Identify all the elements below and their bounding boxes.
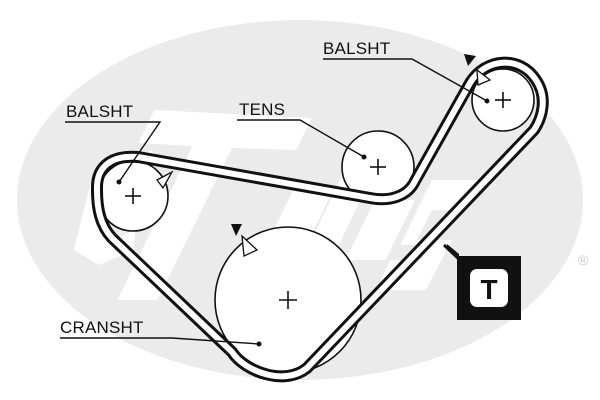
leader-tens bbox=[237, 119, 367, 160]
label-balsht-top: BALSHT bbox=[323, 39, 390, 58]
balance-shaft-right-pulley bbox=[471, 68, 535, 132]
label-tens: TENS bbox=[239, 100, 285, 119]
label-balsht-left: BALSHT bbox=[66, 102, 133, 121]
crankshaft-pulley bbox=[214, 226, 362, 374]
timing-belt bbox=[91, 56, 549, 383]
t-badge: T bbox=[442, 243, 521, 320]
leader-cransht bbox=[60, 337, 262, 347]
timing-mark-right-balance bbox=[464, 54, 492, 86]
t-badge-letter: T bbox=[480, 274, 497, 305]
timing-mark-left-balance bbox=[156, 170, 174, 190]
leader-balsht-left bbox=[65, 121, 162, 185]
leader-balsht-top bbox=[323, 58, 490, 104]
balance-shaft-left-pulley bbox=[97, 160, 169, 232]
timing-mark-crankshaft bbox=[231, 224, 259, 257]
registered-mark: ® bbox=[578, 252, 589, 268]
label-cransht: CRANSHT bbox=[60, 318, 144, 337]
